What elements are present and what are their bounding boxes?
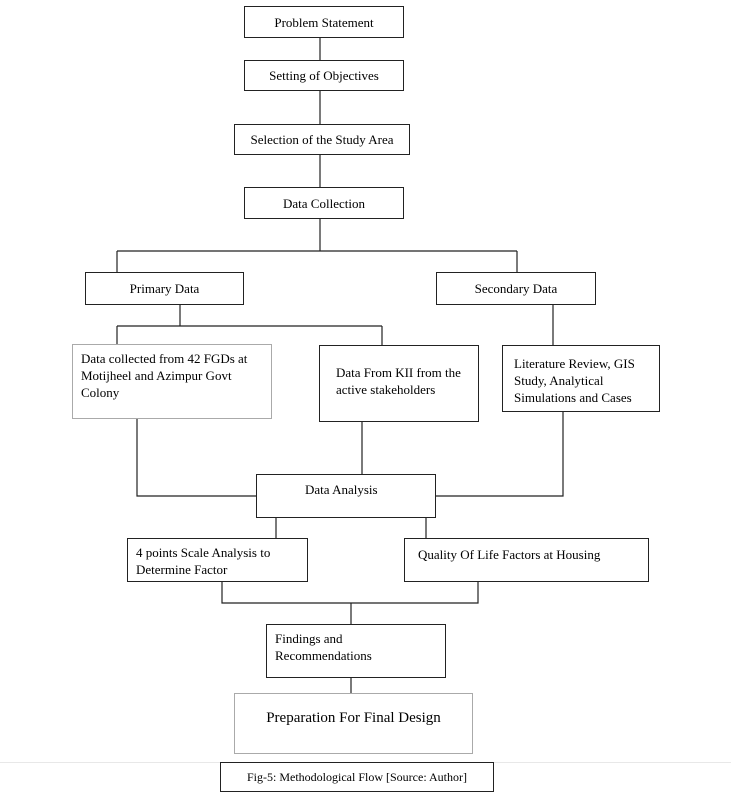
problem-statement-box: Problem Statement	[244, 6, 404, 38]
primary-data-box: Primary Data	[85, 272, 244, 305]
figure-caption: Fig-5: Methodological Flow [Source: Auth…	[220, 762, 494, 792]
literature-review-box: Literature Review, GIS Study, Analytical…	[502, 345, 660, 412]
setting-objectives-box: Setting of Objectives	[244, 60, 404, 91]
final-design-box: Preparation For Final Design	[234, 693, 473, 754]
kii-data-box: Data From KII from the active stakeholde…	[319, 345, 479, 422]
scale-analysis-box: 4 points Scale Analysis to Determine Fac…	[127, 538, 308, 582]
data-analysis-box: Data Analysis	[256, 474, 436, 518]
quality-of-life-box: Quality Of Life Factors at Housing	[404, 538, 649, 582]
secondary-data-box: Secondary Data	[436, 272, 596, 305]
findings-box: Findings and Recommendations	[266, 624, 446, 678]
fgd-data-box: Data collected from 42 FGDs at Motijheel…	[72, 344, 272, 419]
study-area-box: Selection of the Study Area	[234, 124, 410, 155]
data-collection-box: Data Collection	[244, 187, 404, 219]
